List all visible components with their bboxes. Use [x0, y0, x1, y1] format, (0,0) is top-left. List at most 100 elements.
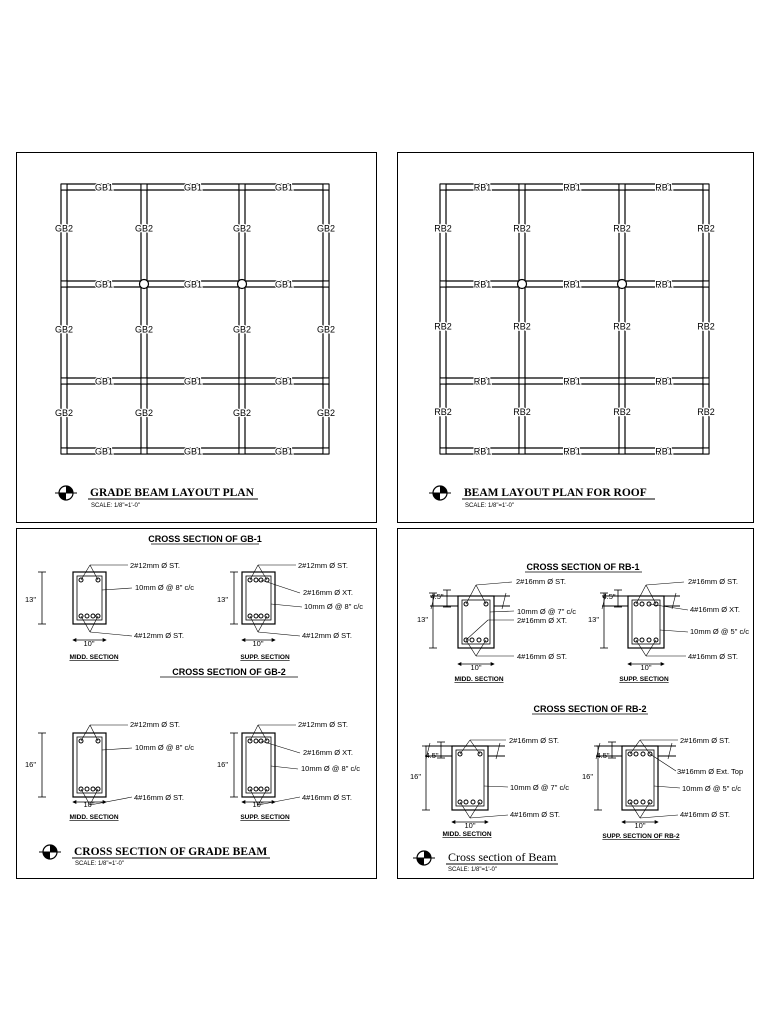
- rb1-midd-extra-bars: 2#16mm Ø XT.: [517, 616, 567, 625]
- rb2-supp-depth: 16": [582, 772, 593, 781]
- column-node: [140, 183, 148, 191]
- rb2-supp-stirrup: 10mm Ø @ 5" c/c: [682, 784, 741, 793]
- horizontal-beam: [440, 447, 709, 455]
- panel-grade-beam-sections: [16, 528, 377, 879]
- gb2-supp-stirrup: 10mm Ø @ 8" c/c: [301, 764, 360, 773]
- vertical-beam-label: GB2: [55, 224, 73, 234]
- horizontal-beam-label: RB1: [563, 377, 581, 387]
- gb2-midd-section: 2#12mm Ø ST. 10mm Ø @ 8" c/c 4#16mm Ø ST…: [25, 720, 194, 821]
- horizontal-beam-label: GB1: [95, 183, 113, 193]
- column-circle: [516, 278, 528, 290]
- vertical-beam: [322, 184, 330, 454]
- roof-plan-title-block: BEAM LAYOUT PLAN FOR ROOF SCALE: 1/8"=1'…: [429, 485, 655, 509]
- gb1-supp-extra-bars: 2#16mm Ø XT.: [303, 588, 353, 597]
- vertical-beam-label: GB2: [317, 408, 335, 418]
- gb2-midd-stirrup: 10mm Ø @ 8" c/c: [135, 743, 194, 752]
- horizontal-beam-label: GB1: [184, 377, 202, 387]
- section-marker-icon: [39, 844, 61, 860]
- roof-sections-scale: SCALE: 1/8"=1'-0": [448, 867, 497, 873]
- horizontal-beam-label: RB1: [474, 183, 492, 193]
- column-node: [618, 447, 626, 455]
- rb1-supp-slab: 4.5": [602, 592, 615, 601]
- gb1-supp-section: 2#12mm Ø ST. 2#16mm Ø XT. 10mm Ø @ 8" c/…: [217, 561, 363, 661]
- grade-plan-title-block: GRADE BEAM LAYOUT PLAN SCALE: 1/8"=1'-0": [55, 485, 258, 509]
- grade-sections-title-block: CROSS SECTION OF GRADE BEAM SCALE: 1/8"=…: [39, 844, 270, 867]
- section-marker-icon: [413, 850, 435, 866]
- gb2-midd-label: MIDD. SECTION: [69, 814, 118, 821]
- rb2-midd-label: MIDD. SECTION: [442, 831, 491, 838]
- gb2-midd-bottom-bars: 4#16mm Ø ST.: [134, 793, 184, 802]
- rb1-midd-label: MIDD. SECTION: [454, 676, 503, 683]
- vertical-beam: [702, 184, 710, 454]
- vertical-beam: [439, 184, 447, 454]
- horizontal-beam: [61, 280, 329, 288]
- column-node: [322, 447, 330, 455]
- column-node: [60, 183, 68, 191]
- rb1-midd-section: 2#16mm Ø ST. 10mm Ø @ 7" c/c 2#16mm Ø XT…: [417, 577, 576, 683]
- gb2-midd-width: 10": [83, 800, 94, 809]
- horizontal-beam-label: GB1: [95, 280, 113, 290]
- rb1-midd-width: 10": [470, 663, 481, 672]
- rb1-midd-slab: 4.5": [430, 592, 443, 601]
- vertical-beam-label: GB2: [135, 408, 153, 418]
- vertical-beam: [618, 184, 626, 454]
- gb1-midd-depth: 13": [25, 595, 36, 604]
- vertical-beam-label: GB2: [233, 408, 251, 418]
- grade-plan-scale: SCALE: 1/8"=1'-0": [91, 503, 140, 509]
- rb2-supp-top-bars: 2#16mm Ø ST.: [680, 736, 730, 745]
- horizontal-beam: [61, 447, 329, 455]
- panel-roof-beam-sections: [397, 528, 754, 879]
- vertical-beam-label: GB2: [233, 224, 251, 234]
- column-circle: [236, 278, 248, 290]
- column-node: [439, 280, 447, 288]
- column-node: [60, 280, 68, 288]
- gb1-supp-label: SUPP. SECTION: [240, 654, 290, 661]
- vertical-beam: [518, 184, 526, 454]
- gb1-midd-stirrup: 10mm Ø @ 8" c/c: [135, 583, 194, 592]
- column-node: [140, 447, 148, 455]
- vertical-beam-label: RB2: [697, 322, 715, 332]
- rb2-supp-label: SUPP. SECTION OF RB-2: [602, 833, 680, 840]
- rb2-supp-slab: 4.5": [596, 751, 609, 760]
- rb2-heading: CROSS SECTION OF RB-2: [533, 704, 646, 714]
- vertical-beam-label: RB2: [513, 322, 531, 332]
- column-node: [518, 377, 526, 385]
- rb1-midd-top-bars: 2#16mm Ø ST.: [516, 577, 566, 586]
- horizontal-beam-label: GB1: [95, 447, 113, 457]
- gb1-midd-label: MIDD. SECTION: [69, 654, 118, 661]
- vertical-beam: [140, 184, 148, 454]
- section-marker-icon: [429, 485, 451, 501]
- gb1-supp-width: 10": [252, 639, 263, 648]
- vertical-beam: [60, 184, 68, 454]
- vertical-beam-label: GB2: [317, 224, 335, 234]
- column-node: [238, 447, 246, 455]
- gb2-supp-label: SUPP. SECTION: [240, 814, 290, 821]
- horizontal-beam-label: RB1: [474, 280, 492, 290]
- rb1-supp-stirrup: 10mm Ø @ 5" c/c: [690, 627, 749, 636]
- vertical-beam-label: GB2: [233, 325, 251, 335]
- rb2-supp-section: 2#16mm Ø ST. 3#16mm Ø Ext. Top 10mm Ø @ …: [582, 736, 743, 840]
- rb2-midd-top-bars: 2#16mm Ø ST.: [509, 736, 559, 745]
- rb1-supp-extra-bars: 4#16mm Ø XT.: [690, 605, 740, 614]
- gb2-supp-depth: 16": [217, 760, 228, 769]
- column-node: [702, 280, 710, 288]
- gb2-midd-depth: 16": [25, 760, 36, 769]
- roof-plan-title: BEAM LAYOUT PLAN FOR ROOF: [464, 487, 647, 499]
- rb1-midd-bottom-bars: 4#16mm Ø ST.: [517, 652, 567, 661]
- vertical-beam-label: RB2: [613, 322, 631, 332]
- column-node: [439, 183, 447, 191]
- gb1-supp-bottom-bars: 4#12mm Ø ST.: [302, 631, 352, 640]
- grade-sections-title: CROSS SECTION OF GRADE BEAM: [74, 846, 267, 858]
- gb2-supp-top-bars: 2#12mm Ø ST.: [298, 720, 348, 729]
- vertical-beam-label: RB2: [697, 407, 715, 417]
- rb2-midd-section: 2#16mm Ø ST. 10mm Ø @ 7" c/c 4#16mm Ø ST…: [410, 736, 569, 838]
- gb2-supp-section: 2#12mm Ø ST. 2#16mm Ø XT. 10mm Ø @ 8" c/…: [217, 720, 360, 821]
- gb2-supp-bottom-bars: 4#16mm Ø ST.: [302, 793, 352, 802]
- gb1-midd-section: 2#12mm Ø ST. 10mm Ø @ 8" c/c 4#12mm Ø ST…: [25, 561, 194, 661]
- column-node: [702, 447, 710, 455]
- rb2-supp-width: 10": [634, 821, 645, 830]
- vertical-beam-label: RB2: [513, 224, 531, 234]
- horizontal-beam-label: RB1: [563, 447, 581, 457]
- horizontal-beam-label: GB1: [184, 280, 202, 290]
- gb1-supp-top-bars: 2#12mm Ø ST.: [298, 561, 348, 570]
